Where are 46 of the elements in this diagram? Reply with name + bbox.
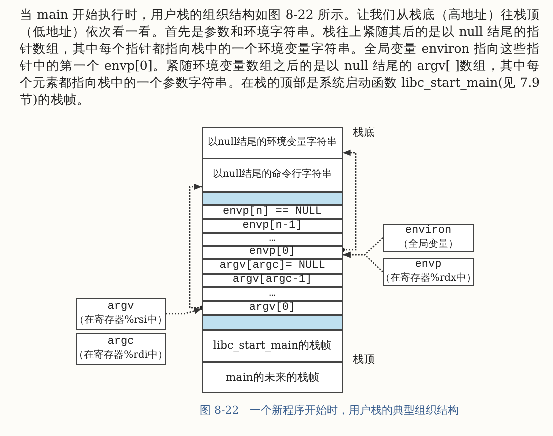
node-description: （在寄存器%rdx中） bbox=[380, 272, 477, 285]
dotted-arrow bbox=[340, 150, 357, 252]
node-label: 以null结尾的命令行字符串 bbox=[212, 169, 332, 181]
stack-row bbox=[202, 233, 343, 246]
node-description: （全局变量） bbox=[398, 238, 458, 251]
node-label: main的未来的栈帧 bbox=[226, 370, 320, 384]
stack-row bbox=[202, 219, 343, 233]
node-label: … bbox=[269, 288, 276, 300]
shaded-stack-row bbox=[202, 192, 343, 205]
node-label: envp[n] == NULL bbox=[222, 206, 322, 218]
node-label: argv[0] bbox=[249, 302, 296, 314]
dotted-arrow bbox=[166, 308, 202, 315]
node-description: （在寄存器%rdi中） bbox=[74, 350, 168, 362]
stack-row bbox=[202, 158, 343, 192]
register-box bbox=[383, 258, 474, 286]
register-box bbox=[76, 333, 166, 365]
stack-row bbox=[202, 287, 343, 301]
stack-row bbox=[202, 301, 343, 315]
stack-row bbox=[202, 205, 343, 219]
stack-row bbox=[202, 127, 343, 159]
shaded-stack-row bbox=[202, 315, 343, 330]
node-label: 以null结尾的环境变量字符串 bbox=[208, 137, 338, 149]
node-label: argv[argc]= NULL bbox=[220, 261, 326, 272]
node-label: libc_start_main的栈帧 bbox=[213, 339, 332, 353]
node-label: argv bbox=[108, 301, 134, 315]
node-label: argc bbox=[108, 336, 134, 350]
node-description: （在寄存器%rsi中） bbox=[74, 314, 168, 327]
dotted-arrow bbox=[189, 184, 204, 310]
node-label: environ bbox=[405, 225, 452, 238]
stack-row bbox=[202, 246, 343, 259]
body-paragraph: 当 main 开始执行时，用户栈的组织结构如图 8-22 所示。让我们从栈底（高地址）往栈顶（低地址）依次看一看。首先是参数和环境字符串。栈往上紧随其后的是以 null 结尾的指针数组，其中每个指针都指向栈中的一个环境变量字符串。全局变量 environ 指向这些指针中的第一个 envp[0]。紧随环境变量数组之后的是以 null 结尾的 argv[ ]数组，其中每个元素都指向栈中的一个参数字符串。在栈的顶部是系统启动函数 libc_start_main(见 7.9 节)的栈帧。 bbox=[20, 6, 540, 108]
register-box bbox=[76, 298, 166, 330]
stack-frame bbox=[202, 362, 343, 393]
stack-top-label: 栈顶 bbox=[353, 352, 375, 367]
node-label: envp bbox=[415, 259, 442, 273]
stack-frame bbox=[202, 330, 343, 362]
node-label: argv[argc-1] bbox=[232, 275, 312, 286]
stack-bottom-label: 栈底 bbox=[353, 125, 375, 140]
stack-row bbox=[202, 259, 343, 274]
dotted-arrow bbox=[343, 252, 384, 272]
node-label: envp[0] bbox=[249, 247, 296, 258]
figure-caption: 图 8-22 一个新程序开始时，用户栈的典型组织结构 bbox=[200, 403, 460, 418]
stack-row bbox=[202, 274, 343, 287]
register-box bbox=[383, 224, 474, 252]
node-label: envp[n-1] bbox=[242, 220, 302, 232]
node-label: … bbox=[269, 234, 276, 245]
